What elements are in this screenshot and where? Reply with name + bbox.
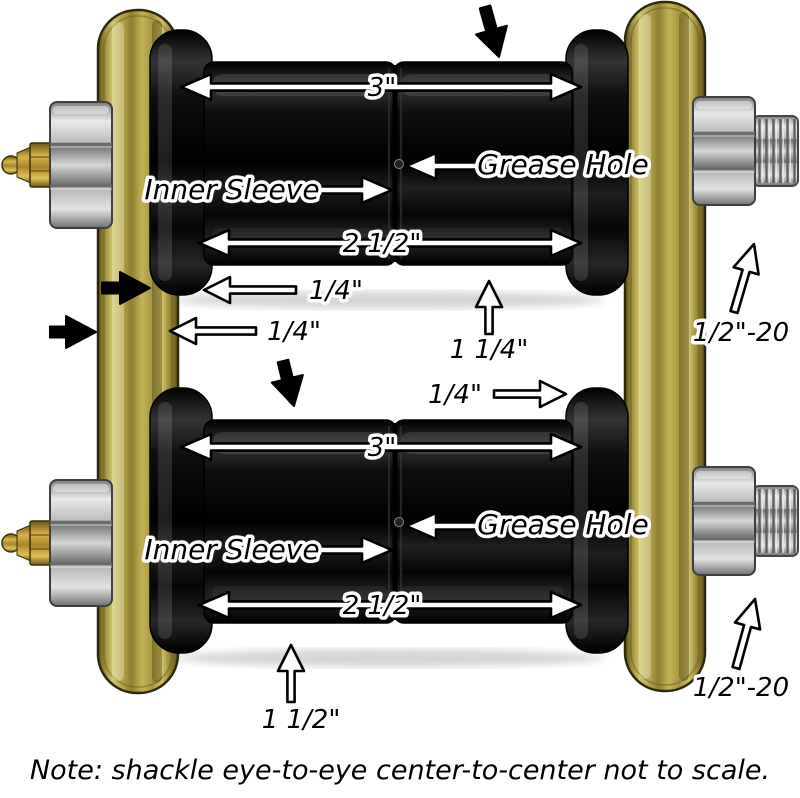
dimension-arrows [49,4,762,704]
bottom-overall-width-arrow [179,432,583,462]
top-sleeve-length-arrow [197,228,583,258]
bottom-diameter-arrow [276,643,306,704]
top-inner-sleeve-arrow [312,175,394,205]
top-gap-arrow [168,316,258,346]
bottom-gap-arrow [492,379,568,409]
bottom-thread-size-arrow [731,597,762,671]
bolt-left-bottom [0,478,114,608]
label-bottom-gap: 1/4" [428,380,482,410]
bolt-right-bottom [691,465,800,577]
label-top-sleeve-length: 2 1/2" [343,229,422,259]
label-bottom-thread-size: 1/2"-20 [693,673,789,703]
top-diameter-arrow [474,279,504,336]
bottom-grease-hole-arrow [404,511,486,541]
top-pointer-arrow [475,4,508,58]
left-flange-pointer-arrow [101,271,151,305]
label-bottom-overall-width: 3" [368,433,397,463]
top-grease-hole-arrow [404,151,486,181]
bottom-sleeve-length-arrow [197,590,583,620]
label-bottom-diameter: 1 1/2" [262,705,341,735]
bottom-inner-sleeve-arrow [312,535,394,565]
labels: 3" Grease Hole Inner Sleeve 2 1/2" 1/4" … [30,70,793,787]
top-flange-thickness-arrow [202,275,298,305]
top-thread-size-arrow [729,242,760,315]
label-top-gap: 1/4" [267,317,321,347]
label-bottom-sleeve-length: 2 1/2" [343,591,422,621]
label-top-overall-width: 3" [368,73,397,103]
label-top-grease-hole: Grease Hole [477,148,649,181]
label-top-inner-sleeve: Inner Sleeve [144,173,319,206]
shadow [175,649,605,667]
label-top-thread-size: 1/2"-20 [693,318,789,348]
bolt-left-top [0,100,114,230]
bottom-pointer-arrow [270,358,304,407]
label-top-flange-thickness: 1/4" [309,276,363,306]
label-bottom-inner-sleeve: Inner Sleeve [144,533,319,566]
bolt-right-top [691,95,800,207]
right-shackle-plate [623,0,707,693]
top-overall-width-arrow [179,72,583,102]
label-bottom-grease-hole: Grease Hole [477,508,649,541]
label-top-diameter: 1 1/4" [450,335,529,365]
note-text: Note: shackle eye-to-eye center-to-cente… [30,755,770,786]
left-gap-pointer-arrow [49,315,97,349]
